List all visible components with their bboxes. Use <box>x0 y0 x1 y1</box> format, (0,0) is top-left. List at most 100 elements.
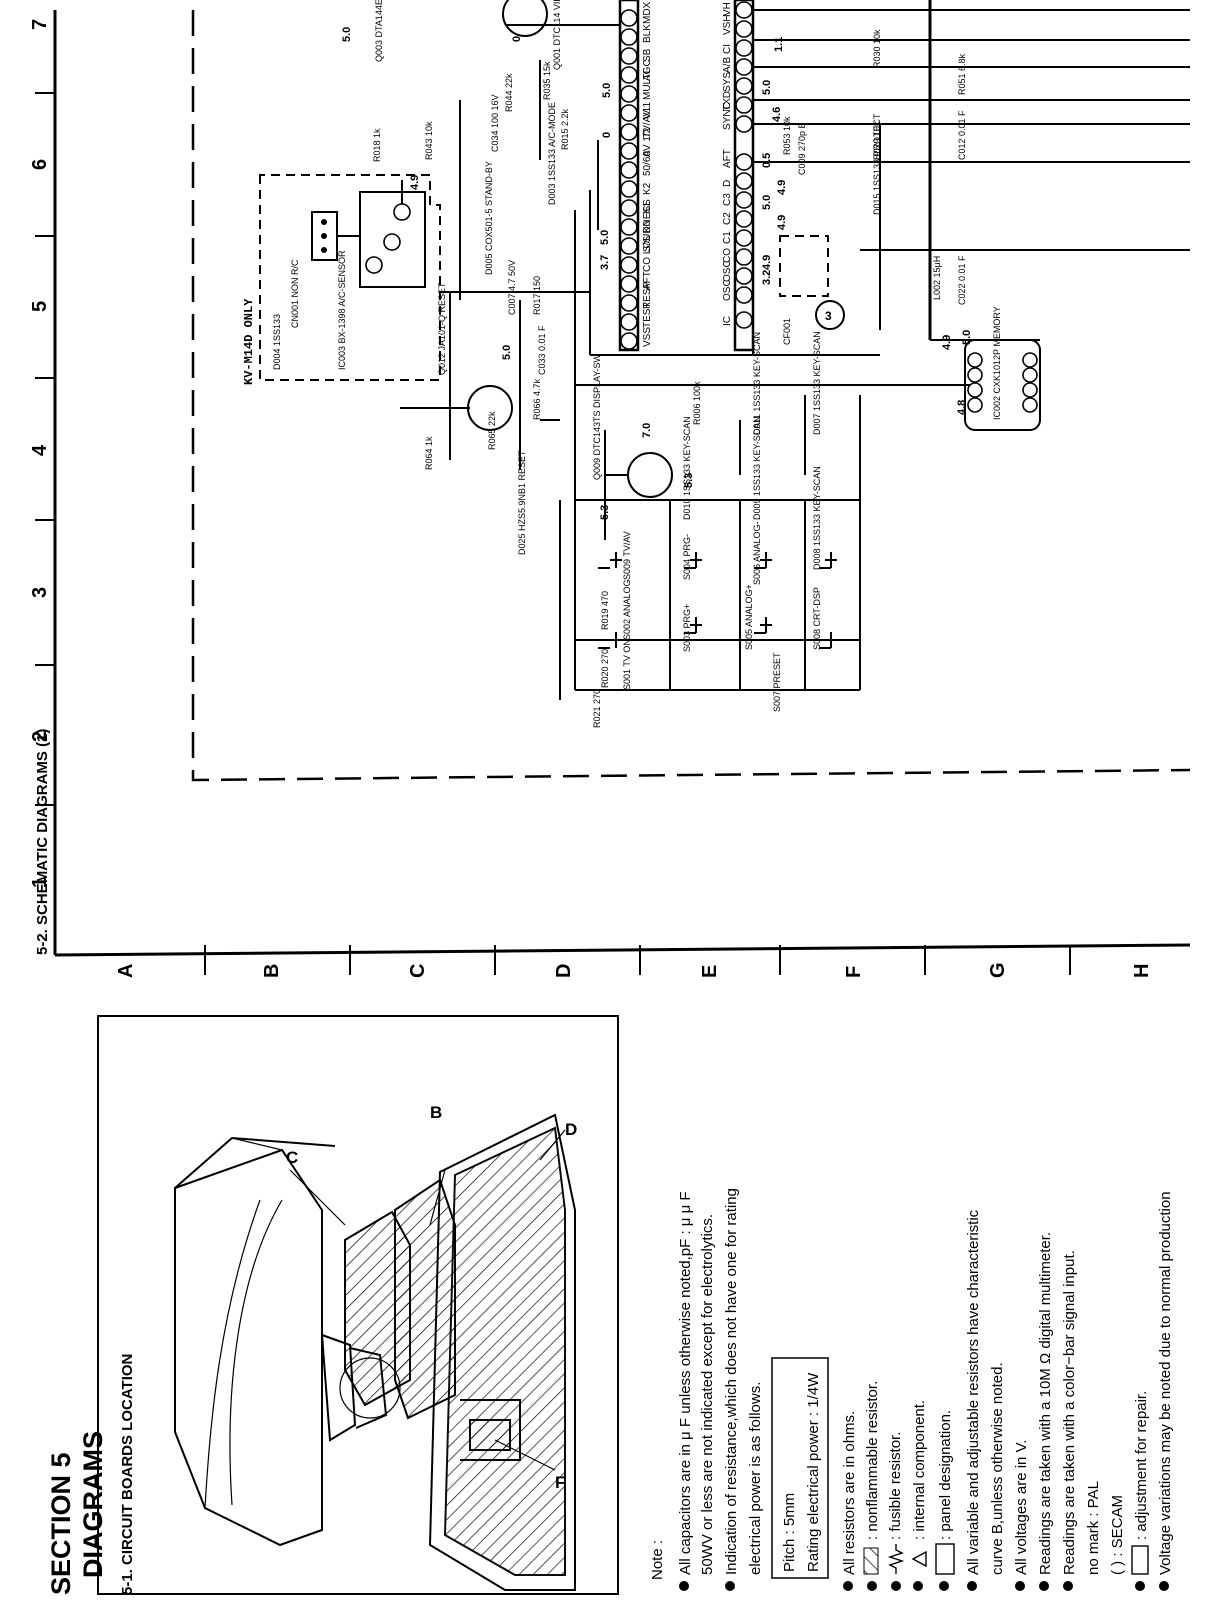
section-title: DIAGRAMS <box>78 1431 108 1578</box>
pin-label-ss: S/S <box>642 236 653 252</box>
comp-r066: R066 4.7k <box>532 378 542 420</box>
comp-q001: Q001 DTC114 VIDEO <box>552 0 562 70</box>
pin-label-resp: RESP <box>642 281 653 309</box>
panel-designation-symbol <box>935 1543 955 1575</box>
grid-labels: 1 2 3 4 5 6 7 A B C D E F G H <box>29 19 1153 978</box>
pin-label-av12: AV 1/2 <box>642 127 653 157</box>
board-label-b: B <box>430 1103 442 1122</box>
row-label-c: C <box>407 964 429 978</box>
pin-label-co: CO <box>722 248 733 263</box>
col-label-5: 5 <box>29 301 51 312</box>
comp-cn001: CN001 NON R/C <box>290 259 300 328</box>
pin-label-ic: IC <box>722 316 733 326</box>
comp-r043: R043 10k <box>424 121 434 160</box>
adjust-marker: 3 <box>825 309 832 323</box>
pin-label-aft: AFT <box>642 271 653 290</box>
comp-q009: Q009 DTC143TS DISPLAY-SW <box>592 353 602 480</box>
comp-d008: D008 1SS133 KEY-SCAN <box>812 466 822 570</box>
subsection-schematic: 5-2. SCHEMATIC DIAGRAMS (1) <box>34 729 51 955</box>
comp-r035: R035 15k <box>542 61 552 100</box>
comp-c009: C009 270p B <box>797 122 807 175</box>
pin-label-osc1: OSC <box>722 260 733 282</box>
board-label-f: F <box>555 1473 565 1492</box>
note-variable-2: curve B,unless otherwise noted. <box>989 1362 1006 1575</box>
v-reading-22: 5.0 <box>961 330 973 345</box>
pin-label-k0: K0 <box>642 220 653 233</box>
v-reading-16: 0.5 <box>761 153 773 168</box>
row-label-h: H <box>1131 964 1153 978</box>
note-line-4: electrical power is as follows. <box>747 1382 764 1575</box>
comp-r065: R065 22k <box>487 411 497 450</box>
comp-d025: D025 HZS5.9NB1 RESET <box>517 450 527 555</box>
v-reading-23: 4.8 <box>956 400 968 415</box>
note-fusible: : fusible resistor. <box>887 1432 904 1540</box>
note-variable-1: All variable and adjustable resistors ha… <box>965 1209 982 1575</box>
pin-label-blk: BLK <box>642 24 653 43</box>
pin-label-k1: K1 <box>642 201 653 214</box>
col-label-7: 7 <box>29 19 51 30</box>
comp-s009: S009 TV/AV <box>622 531 632 580</box>
pin-label-aft2: AFT <box>722 149 733 168</box>
grid-frame <box>35 10 1191 975</box>
note-secam: ( ) : SECAM <box>1109 1495 1126 1575</box>
comp-s008: S008 CRT-DSP <box>812 587 822 650</box>
note-resistors-ohms: All resistors are in ohms. <box>841 1411 858 1575</box>
v-reading-19: 4.9 <box>941 335 953 350</box>
note-voltage-variations: Voltage variations may be noted due to n… <box>1157 1191 1174 1575</box>
comp-c007: C007 4.7 50V <box>507 260 517 315</box>
col-label-3: 3 <box>29 587 51 598</box>
v-reading-13: 4.6 <box>771 107 783 122</box>
comp-r064: R064 1k <box>424 436 434 470</box>
comp-ic002: IC002 CXK1012P MEMORY <box>992 306 1002 420</box>
row-label-f: F <box>843 966 865 978</box>
comp-s001: S001 TV ON <box>622 639 632 690</box>
section-number: SECTION 5 <box>46 1452 76 1595</box>
pin-label-ci: CI <box>722 44 733 54</box>
pin-label-txd: TXD <box>722 91 733 111</box>
pin-label-k2: K2 <box>642 182 653 195</box>
board-location-illustration <box>97 1015 619 1595</box>
comp-ic003: IC003 BX-1398 A/C-SENSOR <box>337 250 347 370</box>
row-label-a: A <box>115 964 137 978</box>
comp-s006: S006 ANALOG- <box>752 521 762 585</box>
pin-label-c2: C2 <box>722 212 733 225</box>
note-adjustment: : adjustment for repair. <box>1133 1391 1150 1540</box>
comp-r006: R006 100k <box>692 381 702 425</box>
comp-q012: Q012 JA101-Q RESET <box>437 282 447 375</box>
v-reading-12: 1.1 <box>773 37 785 52</box>
col-label-4: 4 <box>29 444 51 456</box>
comp-q003: Q003 DTA144ES STAND-BY <box>374 0 384 62</box>
v-reading-8: 5.0 <box>501 345 513 360</box>
comp-r044: R044 22k <box>504 73 514 112</box>
comp-r020: R020 270 <box>600 649 610 688</box>
note-panel: : panel designation. <box>937 1410 954 1540</box>
component-labels: Q003 DTA144ES STAND-BY Q001 DTC114 VIDEO… <box>272 0 1002 728</box>
comp-s007: S007 PRESET <box>772 652 782 712</box>
note-no-mark-pal: no mark : PAL <box>1085 1481 1102 1575</box>
board-label-d: D <box>565 1120 577 1139</box>
pin-label-tv-av: TV/AV <box>642 110 653 138</box>
comp-s002: S002 ANALOG <box>622 579 632 640</box>
comp-cf001: CF001 <box>782 318 792 345</box>
note-color-bar: Readings are taken with a color−bar sign… <box>1061 1250 1078 1575</box>
comp-d004: D004 1SS133 <box>272 314 282 370</box>
comp-c033: C033 0.01 F <box>537 325 547 375</box>
comp-r018: R018 1k <box>372 128 382 162</box>
row-label-b: B <box>261 964 283 978</box>
comp-r017: R017 150 <box>532 276 542 315</box>
v-reading-9: 7.0 <box>641 423 653 438</box>
comp-r021: R021 270 <box>592 689 602 728</box>
comp-d003: D003 1SS133 A/C-MODE <box>547 102 557 205</box>
pin-label-test: TEST <box>642 302 653 328</box>
nonflammable-resistor-symbol <box>863 1547 879 1575</box>
pin-label-loudness: CO LOUDNESS <box>642 199 653 272</box>
comp-d015: D015 1SS133 PROTECT <box>872 113 882 215</box>
comp-r015: R015 2.2k <box>560 108 570 150</box>
notes-title: Note : <box>649 1540 666 1580</box>
v-reading-1: 5.0 <box>341 27 353 42</box>
pin-label-sb: SB <box>642 48 653 62</box>
comp-r051: R051 6.8k <box>957 53 967 95</box>
kv-m14d-only-label: KV-M14D ONLY <box>242 298 256 385</box>
v-reading-7: 5.0 <box>599 230 611 245</box>
pin-label-mdx: MDX <box>642 1 653 24</box>
